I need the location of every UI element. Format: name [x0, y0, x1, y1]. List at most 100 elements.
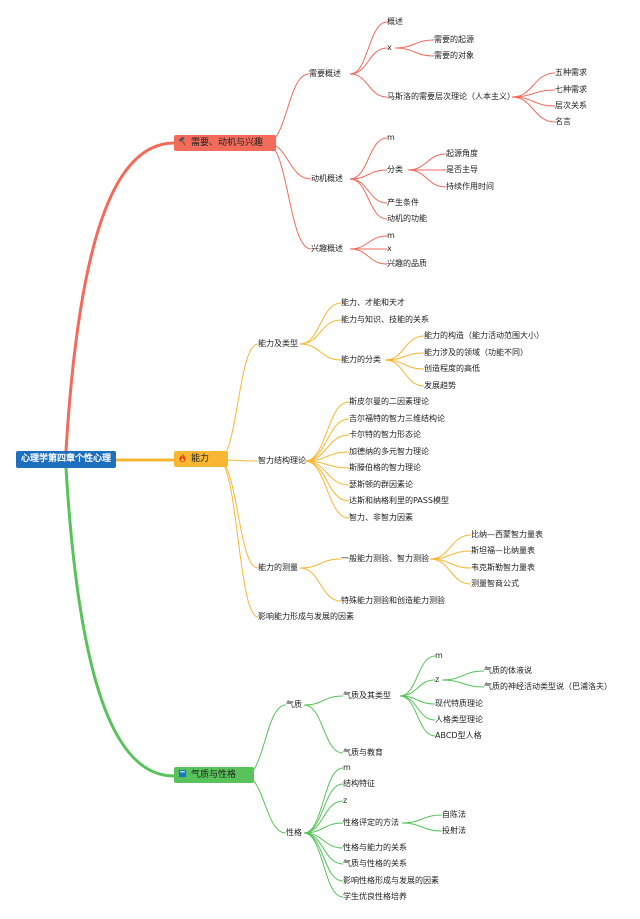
connector-line	[303, 832, 344, 865]
node-trend[interactable]: 发展趋势	[424, 381, 456, 390]
node-ability-measure[interactable]: 能力的测量	[258, 563, 298, 572]
connector-line	[401, 814, 443, 824]
node-maslow[interactable]: 马斯洛的需要层次理论（人本主义）	[387, 92, 515, 101]
connector-line	[429, 558, 472, 585]
node-nonintellectual[interactable]: 智力、非智力因素	[349, 513, 413, 522]
node-wechsler[interactable]: 韦克斯勒智力量表	[471, 563, 535, 572]
branch-ability-label: 能力	[191, 454, 210, 464]
branch-temperament-label: 气质与性格	[191, 770, 237, 780]
node-need-object[interactable]: 需要的对象	[434, 51, 474, 60]
connector-line	[349, 73, 388, 98]
connector-line	[384, 359, 425, 387]
node-c-z[interactable]: z	[343, 796, 348, 805]
node-das-naglieri[interactable]: 达斯和纳格利里的PASS模型	[349, 496, 449, 505]
book-icon	[178, 769, 187, 778]
node-intelligence-theory[interactable]: 智力结构理论	[258, 456, 306, 465]
connector-line	[349, 248, 388, 265]
node-cattell[interactable]: 卡尔特的智力形态论	[349, 430, 421, 439]
node-projective[interactable]: 投射法	[442, 826, 466, 835]
node-ability-types[interactable]: 能力及类型	[258, 339, 298, 348]
fire-icon	[179, 453, 186, 462]
node-modern-trait[interactable]: 现代特质理论	[435, 699, 483, 708]
node-character[interactable]: 性格	[286, 828, 302, 837]
root-node[interactable]: 心理学第四章个性心理	[16, 451, 116, 468]
node-ability-domain[interactable]: 能力涉及的领域（功能不同）	[424, 348, 528, 357]
node-primary[interactable]: 是否主导	[446, 165, 478, 174]
connector-line	[243, 775, 287, 834]
node-assess-methods[interactable]: 性格评定的方法	[343, 818, 399, 827]
node-gardner[interactable]: 加德纳的多元智力理论	[349, 447, 429, 456]
node-origin-angle[interactable]: 起源角度	[446, 149, 478, 158]
node-interest-quality[interactable]: 兴趣的品质	[387, 259, 427, 268]
node-five-needs[interactable]: 五种需求	[555, 68, 587, 77]
node-need-overview[interactable]: 需要概述	[309, 69, 341, 78]
node-spearman[interactable]: 斯皮尔曼的二因素理论	[349, 397, 429, 406]
node-quote[interactable]: 名言	[555, 117, 571, 126]
node-m[interactable]: m	[387, 133, 395, 142]
node-structure-features[interactable]: 结构特征	[343, 779, 375, 788]
node-ability-relation[interactable]: 性格与能力的关系	[343, 843, 407, 852]
connector-line	[349, 47, 388, 75]
node-self-report[interactable]: 自陈法	[442, 810, 466, 819]
branch-ability[interactable]: 能力	[174, 451, 228, 467]
connector-line	[304, 418, 350, 462]
node-general-test[interactable]: 一般能力测验、智力测验	[341, 554, 429, 563]
node-seven-needs[interactable]: 七种需求	[555, 85, 587, 94]
node-sternberg[interactable]: 斯滕伯格的智力理论	[349, 463, 421, 472]
connector-line	[303, 800, 344, 834]
connector-line	[299, 319, 342, 345]
node-pavlov[interactable]: 气质的神经活动类型说（巴浦洛夫）	[484, 682, 612, 691]
connector-line	[349, 21, 388, 75]
node-interest-overview[interactable]: 兴趣概述	[311, 244, 343, 253]
node-motive-overview[interactable]: 动机概述	[311, 174, 343, 183]
node-special-test[interactable]: 特殊能力测验和创造能力测验	[341, 596, 445, 605]
node-temperament[interactable]: 气质	[286, 700, 302, 709]
node-need-origin[interactable]: 需要的起源	[434, 35, 474, 44]
node-thurstone[interactable]: 瑟斯顿的群因素论	[349, 480, 413, 489]
node-binet-simon[interactable]: 比纳—西蒙智力量表	[471, 530, 543, 539]
node-guilford[interactable]: 吉尔福特的智力三维结构论	[349, 414, 445, 423]
connector-line	[265, 73, 310, 144]
node-iq-formula[interactable]: 测量智商公式	[471, 579, 519, 588]
node-body-fluid[interactable]: 气质的体液说	[484, 666, 532, 675]
node-x2[interactable]: x	[387, 244, 392, 253]
connector-line	[304, 460, 350, 519]
connector-line	[441, 670, 485, 681]
node-c-m[interactable]: m	[343, 763, 351, 772]
node-conditions[interactable]: 产生条件	[387, 198, 419, 207]
node-classify[interactable]: 分类	[387, 165, 403, 174]
connector-line	[394, 39, 435, 49]
node-personality-type[interactable]: 人格类型理论	[435, 715, 483, 724]
node-cultivate[interactable]: 学生优良性格培养	[343, 892, 407, 901]
node-x[interactable]: x	[387, 43, 392, 52]
node-t-m[interactable]: m	[435, 651, 443, 660]
connector-line	[407, 153, 447, 171]
branch-need-motive-interest[interactable]: 需要、动机与兴趣	[174, 135, 276, 151]
node-m2[interactable]: m	[387, 231, 395, 240]
connector-line	[217, 459, 259, 569]
node-knowledge[interactable]: 能力与知识、技能的关系	[341, 315, 429, 324]
node-talent[interactable]: 能力、才能和天才	[341, 298, 405, 307]
node-ability-classify[interactable]: 能力的分类	[341, 355, 381, 364]
node-overview[interactable]: 概述	[387, 17, 403, 26]
node-temperament-relation[interactable]: 气质与性格的关系	[343, 859, 407, 868]
node-character-factors[interactable]: 影响性格形成与发展的因素	[343, 876, 439, 885]
node-abcd[interactable]: ABCD型人格	[435, 731, 482, 740]
branch-temperament-character[interactable]: 气质与性格	[174, 767, 254, 783]
node-stanford-binet[interactable]: 斯坦福—比纳量表	[471, 546, 535, 555]
connector-line	[394, 47, 435, 57]
node-duration[interactable]: 持续作用时间	[446, 182, 494, 191]
node-ability-factors[interactable]: 影响能力形成与发展的因素	[258, 612, 354, 621]
node-creativity[interactable]: 创造程度的高低	[424, 364, 480, 373]
node-temperament-types[interactable]: 气质及其类型	[343, 691, 391, 700]
node-temperament-education[interactable]: 气质与教育	[343, 748, 383, 757]
node-ability-structure[interactable]: 能力的构造（能力活动范围大小）	[424, 331, 544, 340]
connector-line	[349, 137, 388, 180]
node-t-z[interactable]: z	[435, 675, 440, 684]
branch-connector	[64, 141, 175, 452]
node-functions[interactable]: 动机的功能	[387, 214, 427, 223]
connector-line	[243, 704, 287, 777]
connector-line	[349, 169, 388, 180]
node-hierarchy[interactable]: 层次关系	[555, 101, 587, 110]
connector-line	[217, 343, 259, 461]
